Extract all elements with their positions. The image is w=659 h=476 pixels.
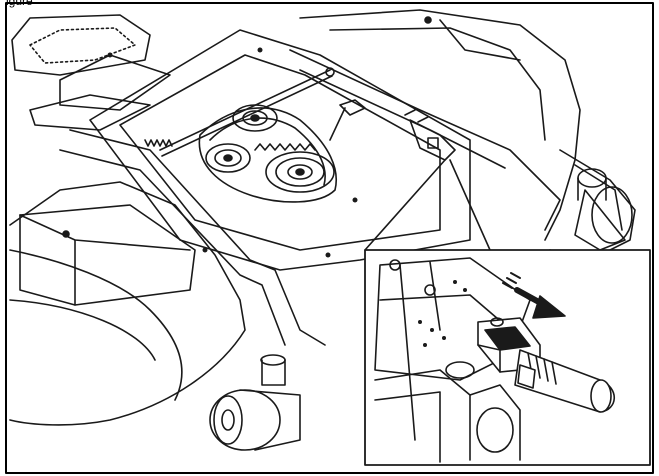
spring-lever-handle xyxy=(514,349,616,413)
control-rod xyxy=(159,69,333,157)
drive-belt-assembly xyxy=(144,104,337,203)
center-pulley xyxy=(265,151,335,193)
callout-leader xyxy=(364,159,491,251)
clevis-bracket xyxy=(477,317,541,373)
left-pulley xyxy=(205,143,251,173)
front-rail xyxy=(69,129,326,346)
deck-housing-left xyxy=(9,181,246,426)
inset-detail xyxy=(364,249,651,466)
seat-footplate xyxy=(11,14,171,131)
fasteners xyxy=(107,47,358,258)
diagram-frame xyxy=(5,2,654,474)
deck-block xyxy=(19,204,196,306)
rod-end-clamp xyxy=(404,109,456,161)
deck-housing-right xyxy=(299,9,581,241)
rear-rail xyxy=(289,49,561,231)
tension-spring xyxy=(254,143,316,151)
rear-caster-wheel xyxy=(574,168,633,251)
front-caster-wheel xyxy=(209,354,301,451)
pull-direction-arrow xyxy=(502,272,566,319)
plate-holes xyxy=(418,280,467,347)
deck-chassis xyxy=(89,29,471,271)
height-adjust-lever xyxy=(329,99,366,141)
drive-belt xyxy=(198,107,337,203)
